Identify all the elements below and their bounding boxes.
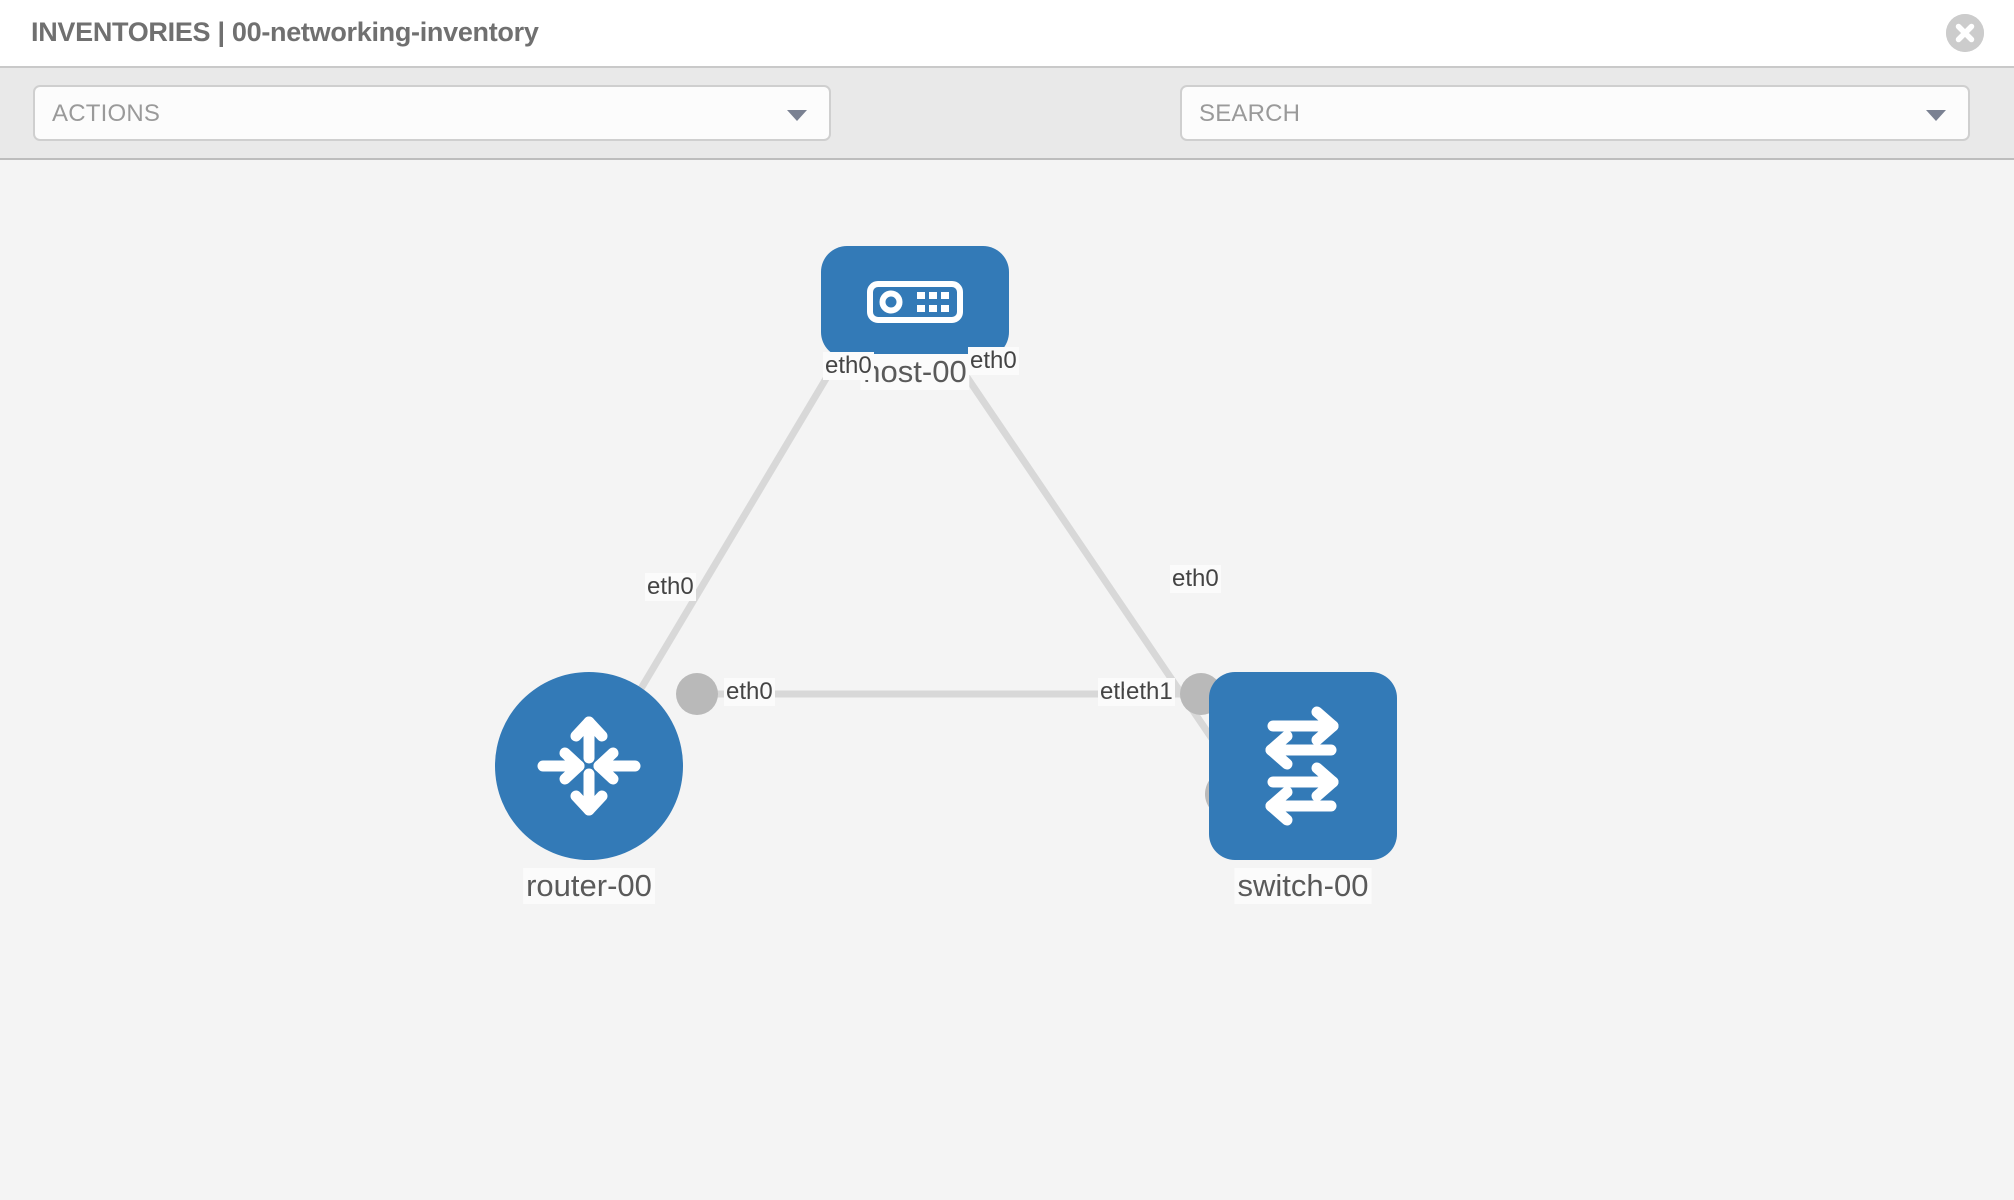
topology-canvas[interactable]: host-00 [0,160,2014,1200]
iface-label: eth0 [724,678,775,706]
toolbar: ACTIONS SEARCH [0,68,2014,204]
topology-node-router-00[interactable]: router-00 [495,672,683,904]
iface-label: eth0 [968,347,1019,375]
search-placeholder: SEARCH [1199,100,1301,127]
host-node-shape [821,246,1009,358]
actions-dropdown[interactable]: ACTIONS [33,85,831,141]
iface-label: eth0 [823,352,874,380]
link-router-host [626,328,859,709]
topology-node-switch-00[interactable]: switch-00 [1209,672,1397,904]
iface-label: eth0 [645,573,696,601]
breadcrumb: INVENTORIES | 00-networking-inventory [31,17,539,47]
iface-label: eth0 [1170,565,1221,593]
close-icon[interactable] [1946,14,1984,52]
switch-node-shape [1209,672,1397,860]
topology-node-host-00[interactable]: host-00 [821,246,1009,390]
server-icon [867,281,963,323]
switch-arrows-icon [1265,706,1339,826]
chevron-down-icon[interactable] [1926,110,1946,121]
iface-label: eth1 [1124,678,1175,706]
actions-dropdown-label: ACTIONS [52,100,161,127]
page-header: INVENTORIES | 00-networking-inventory [0,0,2014,68]
search-input[interactable]: SEARCH [1180,85,1970,141]
node-label-router-00: router-00 [523,868,655,904]
router-arrows-icon [537,716,641,816]
node-label-host-00: host-00 [860,354,970,390]
endpoint-knob[interactable] [676,673,718,715]
node-label-switch-00: switch-00 [1234,868,1372,904]
chevron-down-icon [787,110,807,121]
router-node-shape [495,672,683,860]
